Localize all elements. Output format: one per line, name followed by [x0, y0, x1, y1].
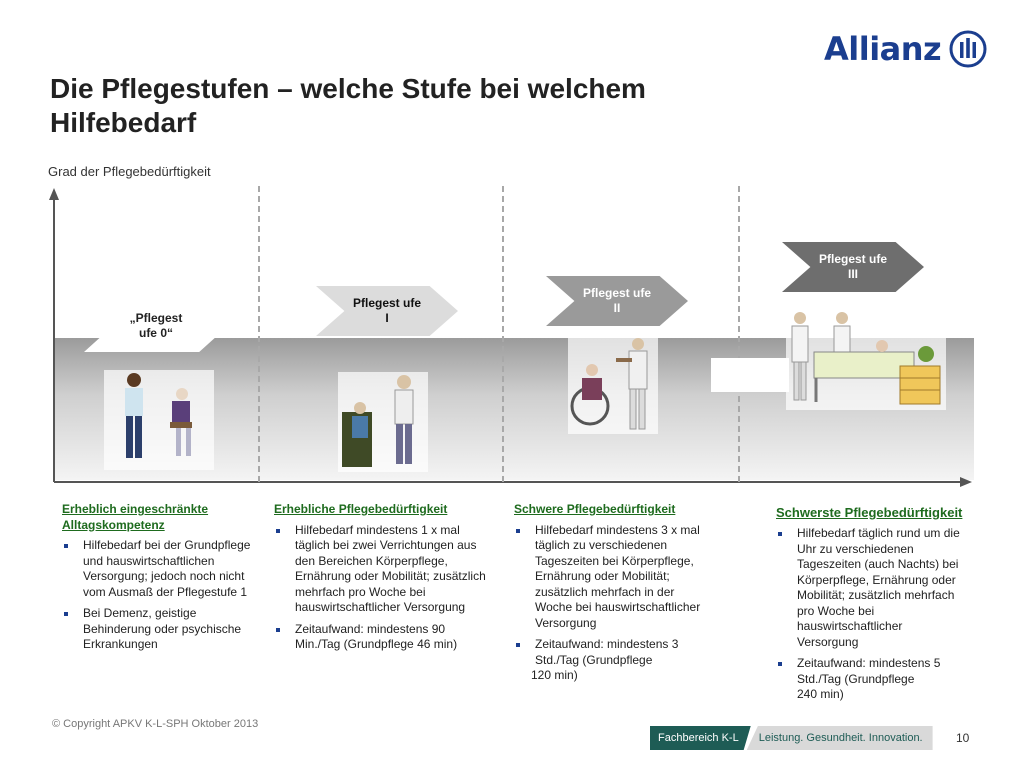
stage-0-heading: Erheblich eingeschränkte Alltagskompeten… [62, 502, 209, 532]
stage-1-description: Erhebliche Pflegebedürftigkeit Hilfebeda… [274, 502, 486, 659]
stage-arrow-3-label: Pflegest ufe III [818, 252, 887, 281]
stage-3-list: Hilfebedarf täglich rund um die Uhr zu v… [776, 526, 966, 687]
stage-2-item-1: Hilfebedarf mindestens 3 x mal täglich z… [514, 523, 714, 632]
stage-2-description: Schwere Pflegebedürftigkeit Hilfebedarf … [514, 502, 714, 684]
x-axis-arrowhead [960, 477, 972, 487]
y-axis-arrowhead [49, 188, 59, 200]
stage-arrow-1-label: Pflegest ufe I [352, 296, 421, 325]
stage-2-item-2: Zeitaufwand: mindestens 3 Std./Tag (Grun… [514, 637, 714, 668]
footer-bar: Fachbereich K-L Leistung. Gesundheit. In… [650, 726, 933, 750]
stage-1-list: Hilfebedarf mindestens 1 x mal täglich b… [274, 523, 486, 653]
stage-0-description: Erheblich eingeschränkte Alltagskompeten… [62, 502, 258, 659]
stage-3-heading: Schwerste Pflegebedürftigkeit [776, 505, 963, 520]
stage-arrow-0-label: „Pflegest ufe 0“ [129, 311, 183, 340]
footer-slogan: Leistung. Gesundheit. Innovation. [746, 726, 933, 750]
y-axis-label: Grad der Pflegebedürftigkeit [48, 164, 211, 179]
stage-1-heading: Erhebliche Pflegebedürftigkeit [274, 502, 448, 516]
illustration-stage-0 [104, 370, 214, 470]
allianz-eagle-icon [949, 30, 987, 68]
separator-2 [502, 186, 504, 482]
illustration-stage-2 [568, 336, 658, 434]
stage-3-item-2: Zeitaufwand: mindestens 5 Std./Tag (Grun… [776, 656, 966, 687]
stage-0-item-1: Hilfebedarf bei der Grundpflege und haus… [62, 538, 258, 600]
page-title: Die Pflegestufen – welche Stufe bei welc… [50, 73, 646, 138]
stage-3-item-2-tail: 240 min) [797, 687, 844, 701]
allianz-logo: Allianz [824, 28, 987, 70]
illustration-stage-3 [786, 306, 946, 410]
copyright-notice: © Copyright APKV K-L-SPH Oktober 2013 [52, 718, 259, 730]
stage-3-description: Schwerste Pflegebedürftigkeit Hilfebedar… [776, 504, 966, 703]
separator-3 [738, 186, 740, 482]
stage-1-item-1: Hilfebedarf mindestens 1 x mal täglich b… [274, 523, 486, 616]
stage-3-item-1: Hilfebedarf täglich rund um die Uhr zu v… [776, 526, 966, 650]
stage-2-list: Hilfebedarf mindestens 3 x mal täglich z… [514, 523, 714, 669]
stage-0-item-2: Bei Demenz, geistige Behinderung oder ps… [62, 606, 258, 653]
stage-2-heading: Schwere Pflegebedürftigkeit [514, 502, 676, 516]
blank-box [711, 358, 789, 392]
illustration-stage-1 [338, 372, 428, 472]
separator-1 [258, 186, 260, 482]
logo-text: Allianz [824, 30, 942, 68]
stage-0-list: Hilfebedarf bei der Grundpflege und haus… [62, 538, 258, 653]
stage-arrow-2-label: Pflegest ufe II [582, 286, 651, 315]
stage-1-item-2: Zeitaufwand: mindestens 90 Min./Tag (Gru… [274, 622, 486, 653]
footer-department: Fachbereich K-L [650, 726, 751, 750]
stage-2-item-2-tail: 120 min) [531, 668, 578, 682]
page-number: 10 [956, 731, 970, 745]
